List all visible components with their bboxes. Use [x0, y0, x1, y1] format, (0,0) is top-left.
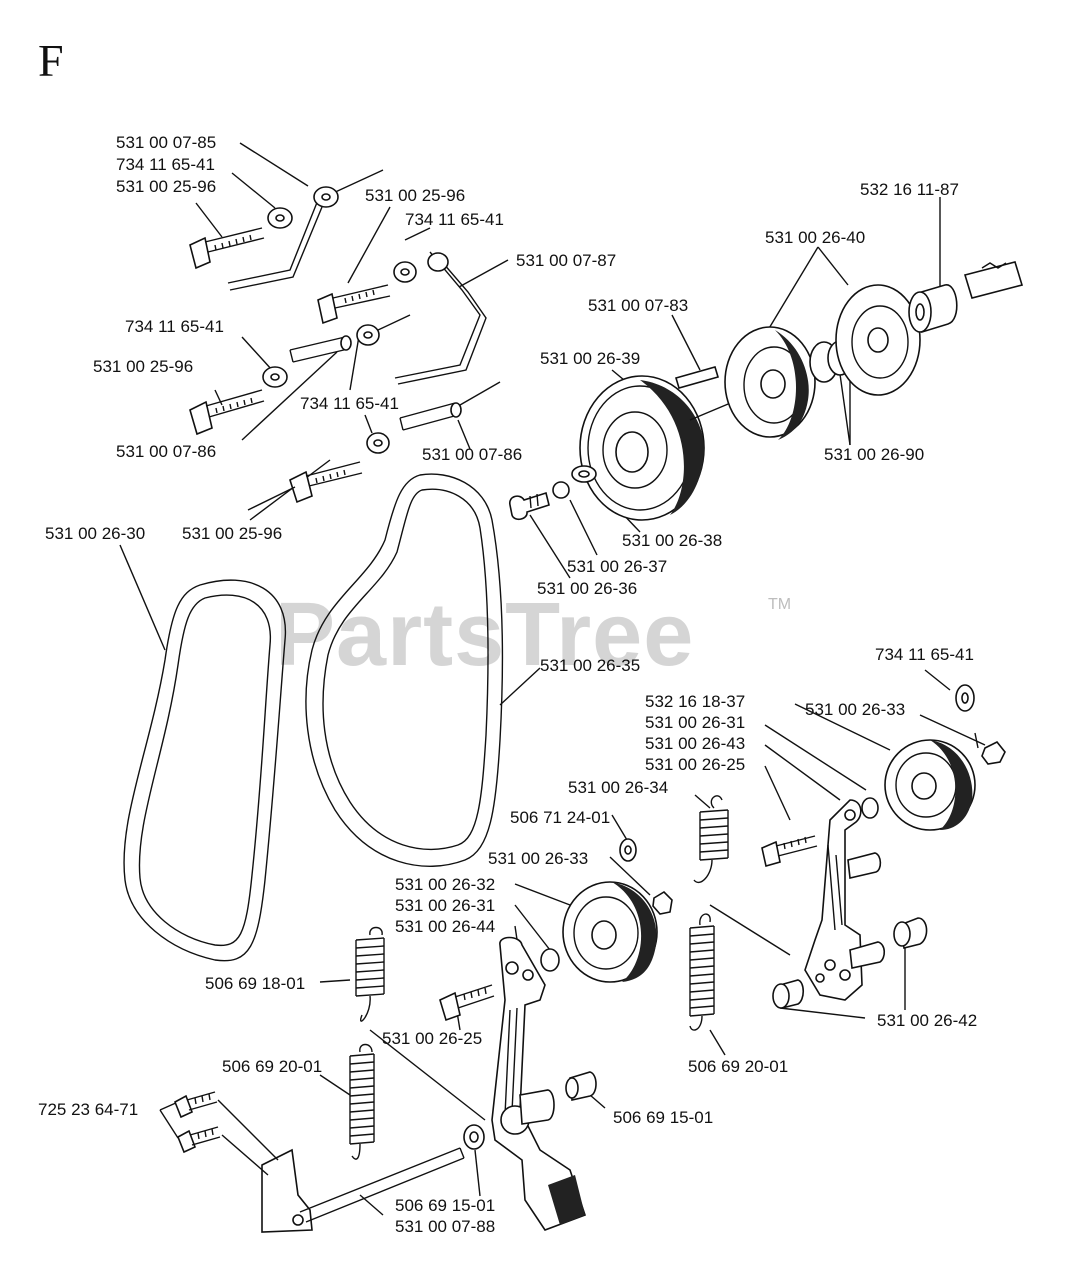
- part-label: 531 00 25-96: [116, 177, 217, 196]
- part-label: 531 00 26-35: [540, 656, 641, 675]
- part-label: 506 69 18-01: [205, 974, 306, 993]
- section-letter: F: [38, 35, 64, 86]
- part-label: 531 00 07-87: [516, 251, 617, 270]
- part-label: 506 69 20-01: [688, 1057, 789, 1076]
- part-label: 532 16 11-87: [860, 180, 959, 199]
- part-label: 531 00 07-86: [422, 445, 523, 464]
- part-label: 531 00 26-40: [765, 228, 866, 247]
- part-label: 531 00 26-43: [645, 734, 746, 753]
- right-idler-assembly: [761, 684, 1006, 1010]
- part-label: 531 00 26-42: [877, 1011, 978, 1030]
- part-label: 734 11 65-41: [875, 645, 974, 664]
- drive-belt-left: [123, 579, 287, 962]
- part-label: 531 00 26-32: [395, 875, 496, 894]
- part-label: 725 23 64-71: [38, 1100, 139, 1119]
- watermark: PartsTree: [275, 585, 695, 685]
- pedal-shaft-bracket: [173, 1091, 465, 1233]
- part-label: 531 00 25-96: [93, 357, 194, 376]
- part-label: 531 00 07-88: [395, 1217, 496, 1236]
- part-label: 531 00 26-25: [382, 1029, 483, 1048]
- trademark-mark: TM: [768, 596, 792, 613]
- part-label: 734 11 65-41: [300, 394, 399, 413]
- upper-linkage-group: [189, 169, 501, 511]
- part-label: 734 11 65-41: [405, 210, 504, 229]
- part-label: 506 69 15-01: [395, 1196, 496, 1215]
- part-label: 531 00 26-39: [540, 349, 641, 368]
- part-label: 734 11 65-41: [125, 317, 224, 336]
- part-label: 531 00 07-85: [116, 133, 217, 152]
- part-label: 506 69 15-01: [613, 1108, 714, 1127]
- part-label: 734 11 65-41: [116, 155, 215, 174]
- springs: [349, 795, 729, 1160]
- part-label: 531 00 26-34: [568, 778, 669, 797]
- part-label: 531 00 26-36: [537, 579, 638, 598]
- part-label: 506 69 20-01: [222, 1057, 323, 1076]
- engine-pulley-assembly: [509, 261, 1024, 521]
- part-label: 531 00 26-25: [645, 755, 746, 774]
- part-label: 531 00 25-96: [182, 524, 283, 543]
- part-label: 531 00 26-37: [567, 557, 668, 576]
- part-label: 531 00 07-83: [588, 296, 689, 315]
- leader-lines: [119, 142, 986, 1216]
- part-label: 531 00 26-31: [645, 713, 746, 732]
- part-label: 531 00 25-96: [365, 186, 466, 205]
- part-label: 531 00 26-38: [622, 531, 723, 550]
- part-label: 531 00 26-33: [488, 849, 589, 868]
- part-label: 506 71 24-01: [510, 808, 611, 827]
- part-label: 531 00 26-31: [395, 896, 496, 915]
- part-label: 531 00 07-86: [116, 442, 217, 461]
- part-label: 531 00 26-33: [805, 700, 906, 719]
- part-label: 531 00 26-90: [824, 445, 925, 464]
- part-label: 531 00 26-30: [45, 524, 146, 543]
- center-idler-assembly: [439, 838, 673, 1231]
- drive-belt-right: [305, 473, 504, 867]
- part-label: 532 16 18-37: [645, 692, 746, 711]
- part-label: 531 00 26-44: [395, 917, 496, 936]
